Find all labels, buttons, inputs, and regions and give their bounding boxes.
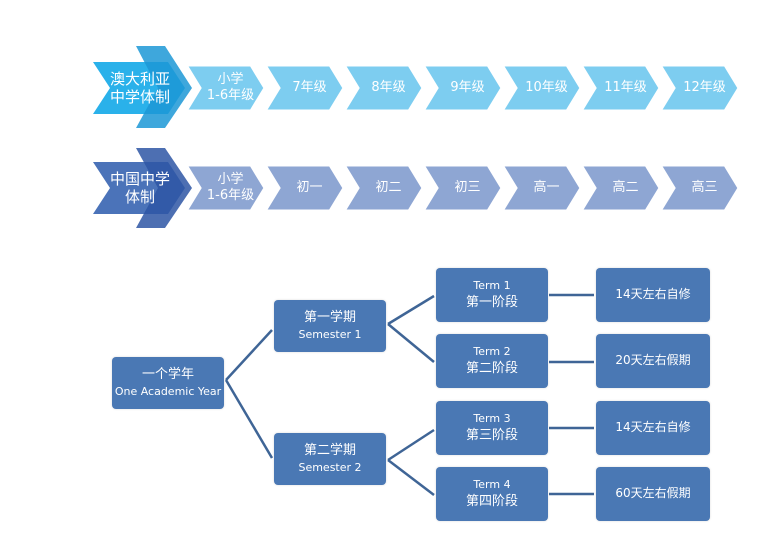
step-label-line: 9年级 — [450, 80, 485, 96]
australia-head-label: 澳大利亚 中学体制 — [100, 64, 180, 112]
connector-sem2-term4 — [387, 459, 435, 496]
australia-step-label: 9年级 — [435, 65, 500, 111]
australia-step-chevron — [657, 63, 741, 113]
australia-step-chevron — [183, 63, 267, 113]
china-step-chevron — [420, 163, 504, 213]
step-label-line: 小学 — [217, 172, 244, 188]
china-step-chevron — [262, 163, 346, 213]
australia-step-chevron — [262, 63, 346, 113]
connector-sem2-term3 — [387, 428, 435, 462]
step-label-line: 1-6年级 — [206, 188, 255, 203]
china-step-chevron — [657, 163, 741, 213]
step-label-line: 7年级 — [292, 80, 327, 96]
australia-head-chevron — [93, 46, 192, 128]
note-box: 20天左右假期 — [596, 334, 710, 388]
step-label-line: 1-6年级 — [206, 88, 255, 103]
step-label-line: 初一 — [296, 180, 323, 196]
connector-root-sem2 — [224, 379, 274, 459]
semester-box: 第一学期 Semester 1 — [274, 300, 386, 352]
china-step-chevron — [183, 163, 267, 213]
semester-box: 第二学期 Semester 2 — [274, 433, 386, 485]
term-en: Term 3 — [473, 411, 511, 425]
australia-step-label: 12年级 — [672, 65, 737, 111]
tree-connectors — [224, 293, 594, 496]
term-en: Term 1 — [473, 278, 511, 292]
step-label-line: 10年级 — [525, 80, 568, 96]
term-box: Term 2 第二阶段 — [436, 334, 548, 388]
australia-head-overlay — [136, 46, 192, 128]
australia-step-label: 10年级 — [514, 65, 579, 111]
step-label-line: 12年级 — [683, 80, 726, 96]
term-zh: 第一阶段 — [465, 294, 518, 310]
note-text: 20天左右假期 — [615, 353, 691, 368]
semester-en: Semester 2 — [298, 461, 362, 475]
australia-step-chevron — [499, 63, 583, 113]
step-label-line: 初三 — [454, 180, 481, 196]
term-zh: 第四阶段 — [465, 493, 518, 509]
head-line: 澳大利亚 — [109, 70, 170, 88]
term-zh: 第二阶段 — [465, 360, 518, 376]
australia-step-chevron — [578, 63, 662, 113]
semester-zh: 第一学期 — [303, 309, 356, 325]
head-line: 中学体制 — [109, 88, 170, 106]
china-step-chevron — [499, 163, 583, 213]
connector-sem1-term2 — [387, 323, 435, 363]
note-text: 14天左右自修 — [615, 420, 691, 435]
china-head-overlay — [136, 148, 192, 228]
note-box: 14天左右自修 — [596, 268, 710, 322]
china-steps — [183, 163, 741, 213]
semester-en: Semester 1 — [298, 328, 362, 342]
step-label-line: 11年级 — [604, 80, 647, 96]
step-label-line: 高一 — [533, 180, 560, 196]
connector-root-sem1 — [225, 329, 273, 381]
root-box: 一个学年 One Academic Year — [112, 357, 224, 409]
step-label-line: 高二 — [612, 180, 639, 196]
note-box: 60天左右假期 — [596, 467, 710, 521]
term-box: Term 3 第三阶段 — [436, 401, 548, 455]
australia-step-chevron — [420, 63, 504, 113]
china-step-label: 高三 — [672, 165, 737, 211]
step-label-line: 8年级 — [371, 80, 406, 96]
head-line: 体制 — [124, 188, 155, 206]
australia-step-label: 7年级 — [277, 65, 342, 111]
note-text: 60天左右假期 — [615, 486, 691, 501]
term-zh: 第三阶段 — [465, 427, 518, 443]
china-step-label: 初一 — [277, 165, 342, 211]
term-box: Term 4 第四阶段 — [436, 467, 548, 521]
australia-step-chevron — [341, 63, 425, 113]
head-line: 中国中学 — [109, 170, 170, 188]
semester-zh: 第二学期 — [303, 442, 356, 458]
connector-sem1-term1 — [387, 294, 435, 326]
term-box: Term 1 第一阶段 — [436, 268, 548, 322]
china-head-chevron — [93, 148, 192, 228]
term-en: Term 2 — [473, 344, 511, 358]
china-step-label: 初二 — [356, 165, 421, 211]
root-en: One Academic Year — [114, 385, 222, 399]
china-step-label: 高一 — [514, 165, 579, 211]
china-step-label: 初三 — [435, 165, 500, 211]
root-zh: 一个学年 — [141, 366, 194, 382]
china-head-label: 中国中学 体制 — [100, 164, 180, 212]
australia-steps — [183, 63, 741, 113]
china-step-label: 高二 — [593, 165, 658, 211]
note-box: 14天左右自修 — [596, 401, 710, 455]
term-en: Term 4 — [473, 477, 511, 491]
step-label-line: 小学 — [217, 72, 244, 88]
china-step-chevron — [341, 163, 425, 213]
australia-step-label: 11年级 — [593, 65, 658, 111]
step-label-line: 高三 — [691, 180, 718, 196]
australia-step-label: 8年级 — [356, 65, 421, 111]
china-step-chevron — [578, 163, 662, 213]
note-text: 14天左右自修 — [615, 287, 691, 302]
step-label-line: 初二 — [375, 180, 402, 196]
